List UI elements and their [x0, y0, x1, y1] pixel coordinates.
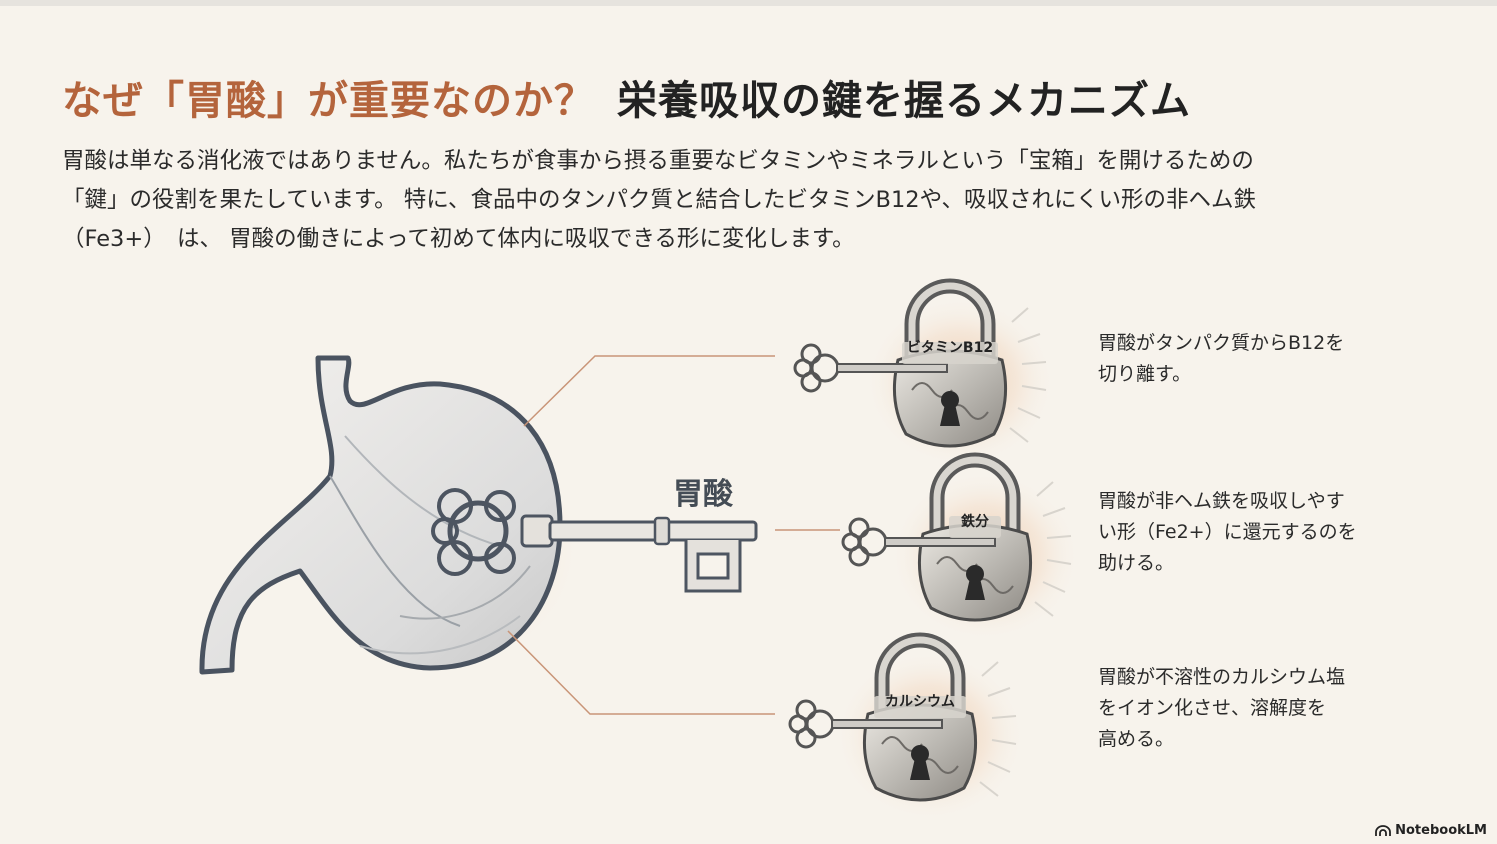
desc-line: 切り離す。 [1098, 363, 1192, 385]
key-label: 胃酸 [673, 477, 734, 512]
lock-label-calcium: カルシウム [885, 694, 955, 710]
desc-iron: 胃酸が非ヘム鉄を吸収しやす い形（Fe2+）に還元するのを 助ける。 [1098, 486, 1398, 579]
desc-line: 胃酸が非ヘム鉄を吸収しやす [1098, 490, 1345, 512]
lock-label-b12: ビタミンB12 [907, 340, 993, 356]
stomach-illustration [199, 355, 563, 675]
slide: なぜ「胃酸」が重要なのか？ 栄養吸収の鍵を握るメカニズム 胃酸は単なる消化液ではあ… [0, 6, 1497, 844]
intro-paragraph: 胃酸は単なる消化液ではありません。私たちが食事から摂る重要なビタミンやミネラルと… [62, 142, 1432, 259]
desc-line: 高める。 [1098, 728, 1175, 750]
connector-lines [507, 355, 840, 715]
notebooklm-watermark: NotebookLM [1375, 823, 1487, 838]
desc-line: をイオン化させ、溶解度を [1098, 697, 1327, 719]
desc-line: い形（Fe2+）に還元するのを [1098, 521, 1357, 543]
desc-line: 胃酸が不溶性のカルシウム塩 [1098, 666, 1346, 688]
desc-line: 胃酸がタンパク質からB12を [1098, 332, 1345, 354]
intro-line: 「鍵」の役割を果たしています。 特に、食品中のタンパク質と結合したビタミンB12… [62, 187, 1256, 213]
title-accent: なぜ「胃酸」が重要なのか？ [62, 78, 595, 124]
slide-title: なぜ「胃酸」が重要なのか？ 栄養吸収の鍵を握るメカニズム [62, 68, 1191, 126]
title-main: 栄養吸収の鍵を握るメカニズム [617, 78, 1191, 124]
brand-label: NotebookLM [1395, 823, 1487, 838]
intro-line: （Fe3+） は、 胃酸の働きによって初めて体内に吸収できる形に変化します。 [62, 226, 855, 252]
top-border [0, 0, 1497, 6]
desc-line: 助ける。 [1098, 552, 1175, 574]
desc-calcium: 胃酸が不溶性のカルシウム塩 をイオン化させ、溶解度を 高める。 [1098, 662, 1398, 755]
notebooklm-logo-icon [1375, 824, 1392, 836]
lock-label-iron: 鉄分 [961, 513, 989, 530]
stomach-key-diagram: 胃酸 ビタミンB12 鉄分 カルシウム [199, 6, 1080, 821]
desc-b12: 胃酸がタンパク質からB12を 切り離す。 [1098, 328, 1398, 390]
padlock-b12-icon [793, 286, 1055, 467]
main-key-icon [431, 488, 758, 593]
intro-line: 胃酸は単なる消化液ではありません。私たちが食事から摂る重要なビタミンやミネラルと… [62, 148, 1254, 174]
padlock-iron-icon [841, 460, 1080, 641]
padlock-calcium-icon [788, 640, 1025, 821]
